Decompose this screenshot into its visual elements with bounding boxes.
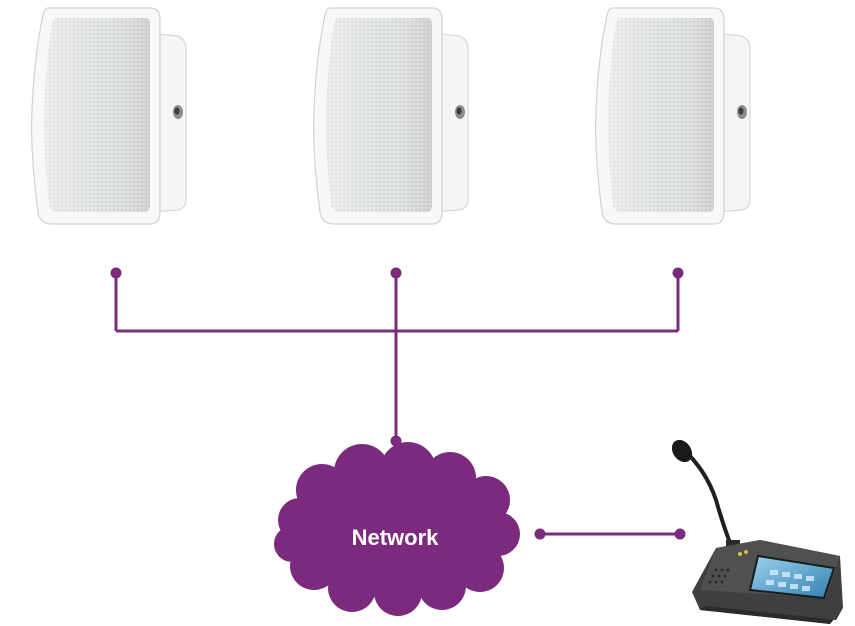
connection-dots — [110, 267, 686, 540]
network-label: Network — [352, 525, 440, 550]
speaker-2 — [313, 7, 469, 225]
speaker-3 — [594, 7, 751, 225]
touch-screen — [748, 554, 836, 600]
paging-console — [671, 439, 843, 624]
microphone-head — [671, 439, 693, 463]
connection-lines — [114, 273, 680, 536]
speaker-1 — [31, 7, 187, 225]
network-cloud — [274, 442, 520, 616]
